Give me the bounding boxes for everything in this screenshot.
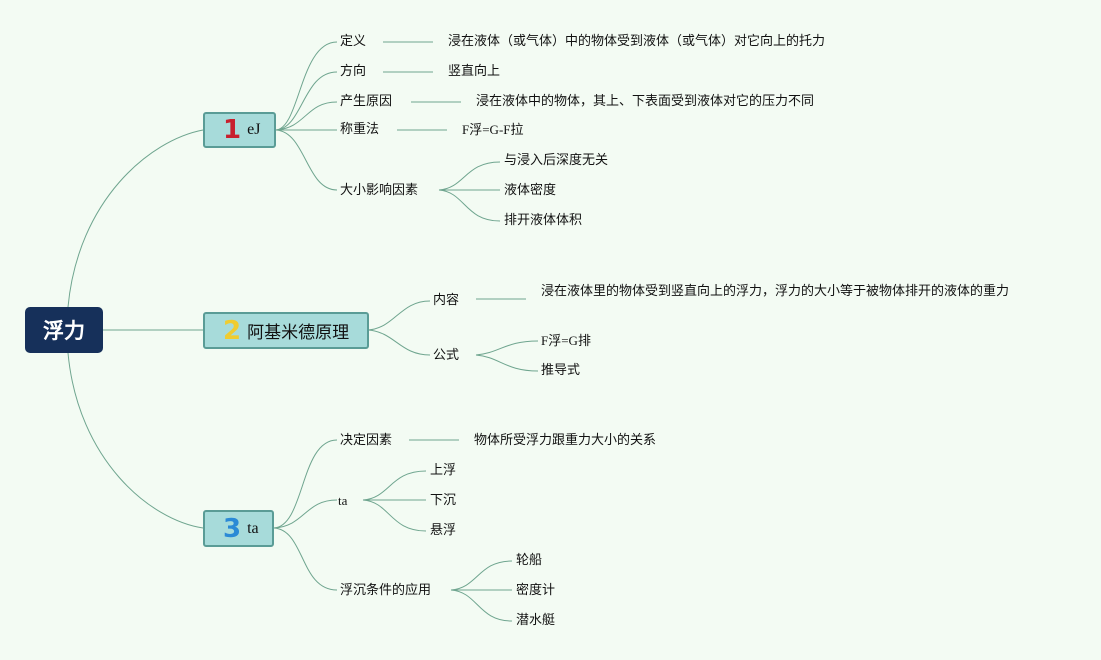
application-item[interactable]: 密度计	[516, 583, 556, 598]
formula-item[interactable]: F浮=G排	[541, 333, 591, 348]
connector	[67, 129, 204, 308]
connector	[438, 189, 501, 222]
factor-item[interactable]: 排开液体体积	[504, 213, 583, 228]
connector	[275, 71, 338, 131]
root-topic[interactable]: 浮力	[25, 307, 103, 353]
subtopic-applications[interactable]: 浮沉条件的应用	[340, 583, 432, 598]
subtopic-direction-detail[interactable]: 竖直向上	[448, 64, 501, 79]
subtopic-determining-factor-detail[interactable]: 物体所受浮力跟重力大小的关系	[474, 433, 657, 448]
connector	[67, 352, 204, 529]
subtopic-direction[interactable]: 方向	[340, 64, 367, 79]
number-one-icon: 1	[223, 115, 242, 145]
connector	[273, 439, 338, 529]
application-item[interactable]: 潜水艇	[516, 613, 556, 628]
connector	[273, 499, 338, 529]
formula-item[interactable]: 推导式	[541, 363, 581, 378]
branch-topic-label: ta	[247, 519, 259, 537]
number-two-icon: 2	[223, 315, 242, 346]
branch-topic-2[interactable]: 2 阿基米德原理	[203, 312, 369, 349]
factor-item[interactable]: 与浸入后深度无关	[504, 153, 609, 168]
subtopic-influencing-factors[interactable]: 大小影响因素	[340, 183, 419, 198]
state-item[interactable]: 悬浮	[430, 523, 457, 538]
connector	[367, 300, 431, 331]
subtopic-content-detail[interactable]: 浸在液体里的物体受到竖直向上的浮力，浮力的大小等于被物体排开的液体的重力	[541, 284, 1010, 299]
number-three-icon: 3	[223, 513, 242, 544]
connector	[275, 129, 338, 191]
subtopic-ta[interactable]: ta	[338, 493, 348, 508]
branch-topic-label: 阿基米德原理	[247, 323, 350, 343]
factor-item[interactable]: 液体密度	[504, 183, 557, 198]
connector	[275, 41, 338, 131]
subtopic-cause-detail[interactable]: 浸在液体中的物体，其上、下表面受到液体对它的压力不同	[476, 94, 815, 109]
state-item[interactable]: 上浮	[430, 463, 457, 478]
subtopic-content[interactable]: 内容	[433, 293, 460, 308]
subtopic-cause[interactable]: 产生原因	[340, 94, 393, 109]
connector	[362, 499, 427, 532]
connector	[362, 470, 427, 501]
connector	[367, 329, 431, 356]
subtopic-determining-factor[interactable]: 决定因素	[340, 433, 393, 448]
connector	[275, 101, 338, 131]
branch-topic-label: eJ	[247, 121, 261, 138]
connector	[450, 560, 513, 591]
connector	[450, 589, 513, 622]
application-item[interactable]: 轮船	[516, 553, 543, 568]
connector	[273, 527, 338, 591]
subtopic-definition-detail[interactable]: 浸在液体（或气体）中的物体受到液体（或气体）对它向上的托力	[448, 34, 826, 49]
connector	[475, 340, 539, 356]
connector	[438, 161, 501, 191]
subtopic-weighing-method[interactable]: 称重法	[340, 122, 380, 137]
subtopic-formula[interactable]: 公式	[433, 348, 460, 363]
subtopic-definition[interactable]: 定义	[340, 34, 367, 49]
root-topic-label: 浮力	[43, 319, 85, 343]
branch-topic-3[interactable]: 3 ta	[203, 510, 274, 547]
state-item[interactable]: 下沉	[430, 493, 457, 508]
subtopic-weighing-method-formula[interactable]: F浮=G-F拉	[462, 122, 524, 137]
branch-topic-1[interactable]: 1 eJ	[203, 112, 276, 148]
connector	[475, 354, 539, 372]
